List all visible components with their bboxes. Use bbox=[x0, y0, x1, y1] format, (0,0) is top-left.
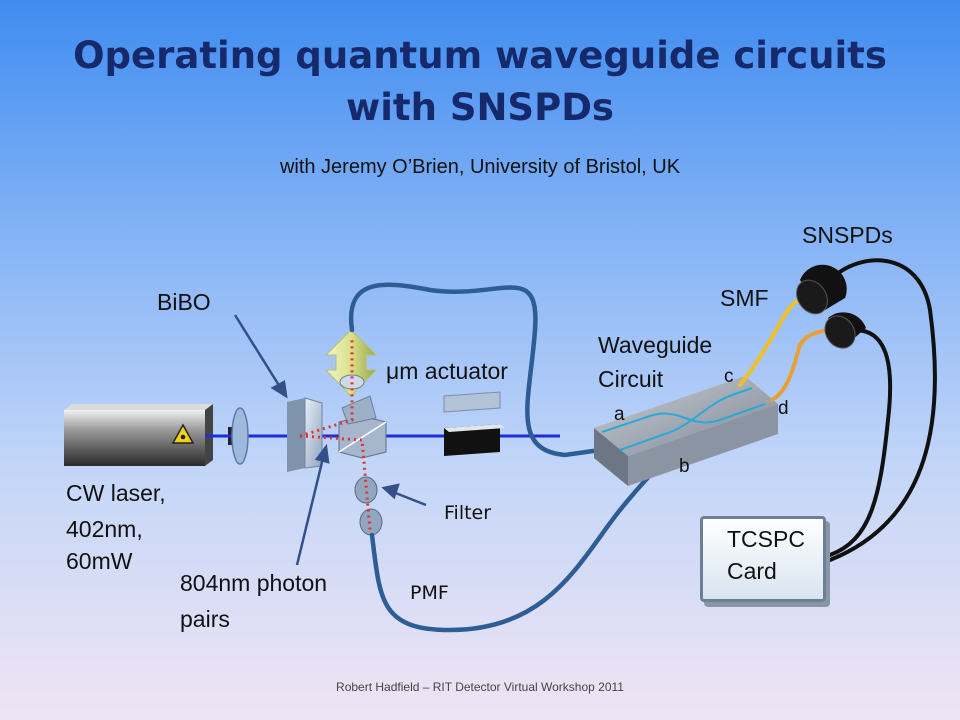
snspd-detector-2 bbox=[824, 312, 866, 349]
filter-optic bbox=[354, 476, 378, 504]
label-bibo: BiBO bbox=[157, 289, 211, 315]
slide-title-line1: Operating quantum waveguide circuits bbox=[73, 34, 887, 77]
label-port-d: d bbox=[778, 398, 789, 419]
bibo-crystal bbox=[287, 397, 323, 472]
label-photon-line1: 804nm photon bbox=[180, 570, 328, 596]
footer-credit: Robert Hadfield – RIT Detector Virtual W… bbox=[336, 680, 624, 694]
label-tcspc: TCSPC bbox=[727, 526, 805, 552]
label-laser-line2: 402nm, bbox=[66, 516, 143, 542]
label-laser-line1: CW laser, bbox=[66, 480, 166, 506]
label-filter: Filter bbox=[444, 502, 492, 524]
label-waveguide: Waveguide bbox=[598, 332, 713, 358]
subtitle: with Jeremy O’Brien, University of Brist… bbox=[279, 156, 681, 178]
label-smf: SMF bbox=[720, 285, 769, 311]
snspd-detector-1 bbox=[796, 264, 847, 315]
tcspc-card: TCSPC Card bbox=[700, 516, 826, 602]
focusing-lens bbox=[231, 407, 249, 465]
label-port-c: c bbox=[724, 366, 734, 387]
slide-title-line2: with SNSPDs bbox=[346, 86, 614, 129]
annotation-arrows bbox=[233, 314, 427, 566]
label-photon-line2: pairs bbox=[180, 606, 230, 632]
label-port-a: a bbox=[614, 404, 625, 425]
laser-warning-icon bbox=[171, 423, 195, 444]
label-port-b: b bbox=[679, 456, 690, 477]
coupling-lens-bottom bbox=[359, 508, 383, 536]
label-card: Card bbox=[727, 558, 777, 584]
beam-splitter bbox=[338, 395, 387, 459]
label-laser-line3: 60mW bbox=[66, 548, 133, 574]
label-snspds: SNSPDs bbox=[802, 222, 893, 248]
label-pmf: PMF bbox=[410, 582, 449, 604]
actuated-mirror bbox=[443, 391, 505, 456]
detector-cables bbox=[828, 258, 937, 562]
pmf-fibers bbox=[348, 282, 671, 633]
label-circuit: Circuit bbox=[598, 366, 664, 392]
waveguide-chip bbox=[594, 376, 778, 486]
label-actuator: μm actuator bbox=[386, 358, 508, 384]
photon-pair-paths bbox=[299, 340, 372, 531]
